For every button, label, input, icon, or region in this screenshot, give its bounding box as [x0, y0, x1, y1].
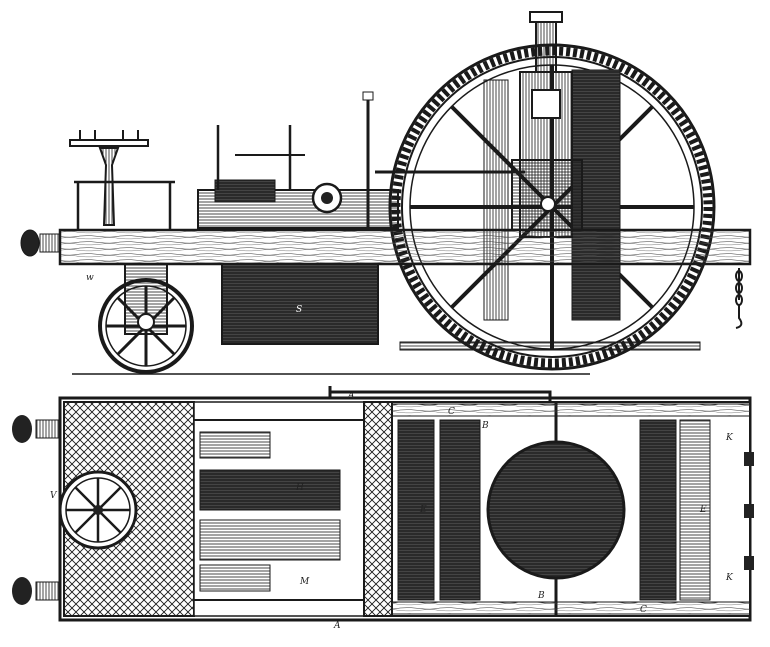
label-k-2: K — [725, 573, 734, 583]
label-b-bottom: B — [537, 591, 545, 601]
mesh-divider — [363, 401, 393, 617]
steering-column — [69, 130, 149, 226]
label-s: S — [296, 305, 302, 315]
boiler-bay: B B C C A A E E K K — [333, 391, 751, 631]
label-c-top: C — [448, 407, 455, 417]
platform-railing — [74, 180, 175, 230]
label-b-top: B — [481, 421, 489, 431]
steam-pipe — [328, 386, 552, 402]
label-v: V — [50, 491, 58, 501]
engine-assembly — [197, 91, 525, 230]
chain-hook — [735, 268, 743, 329]
label-c-bottom: C — [640, 605, 647, 615]
boiler-circle — [486, 440, 626, 580]
vertical-boiler — [511, 11, 583, 238]
label-a-bottom: A — [333, 621, 341, 631]
side-studs — [744, 452, 754, 570]
label-w: w — [86, 273, 94, 283]
label-m: M — [299, 577, 310, 587]
mesh-platform: V — [50, 401, 195, 617]
label-e-2: E — [699, 505, 707, 515]
machinery-area: M H — [193, 401, 365, 617]
label-a-top: A — [347, 391, 355, 401]
frame-beam — [20, 228, 752, 266]
label-e-1: E — [419, 505, 427, 515]
plan-buffers — [12, 415, 61, 605]
front-wheel: w — [86, 263, 194, 374]
label-h: H — [295, 483, 304, 493]
side-elevation-view: S w — [20, 11, 752, 375]
hanging-box-s: S — [221, 263, 379, 345]
label-k-1: K — [725, 433, 734, 443]
plan-view: V M H — [12, 386, 754, 631]
